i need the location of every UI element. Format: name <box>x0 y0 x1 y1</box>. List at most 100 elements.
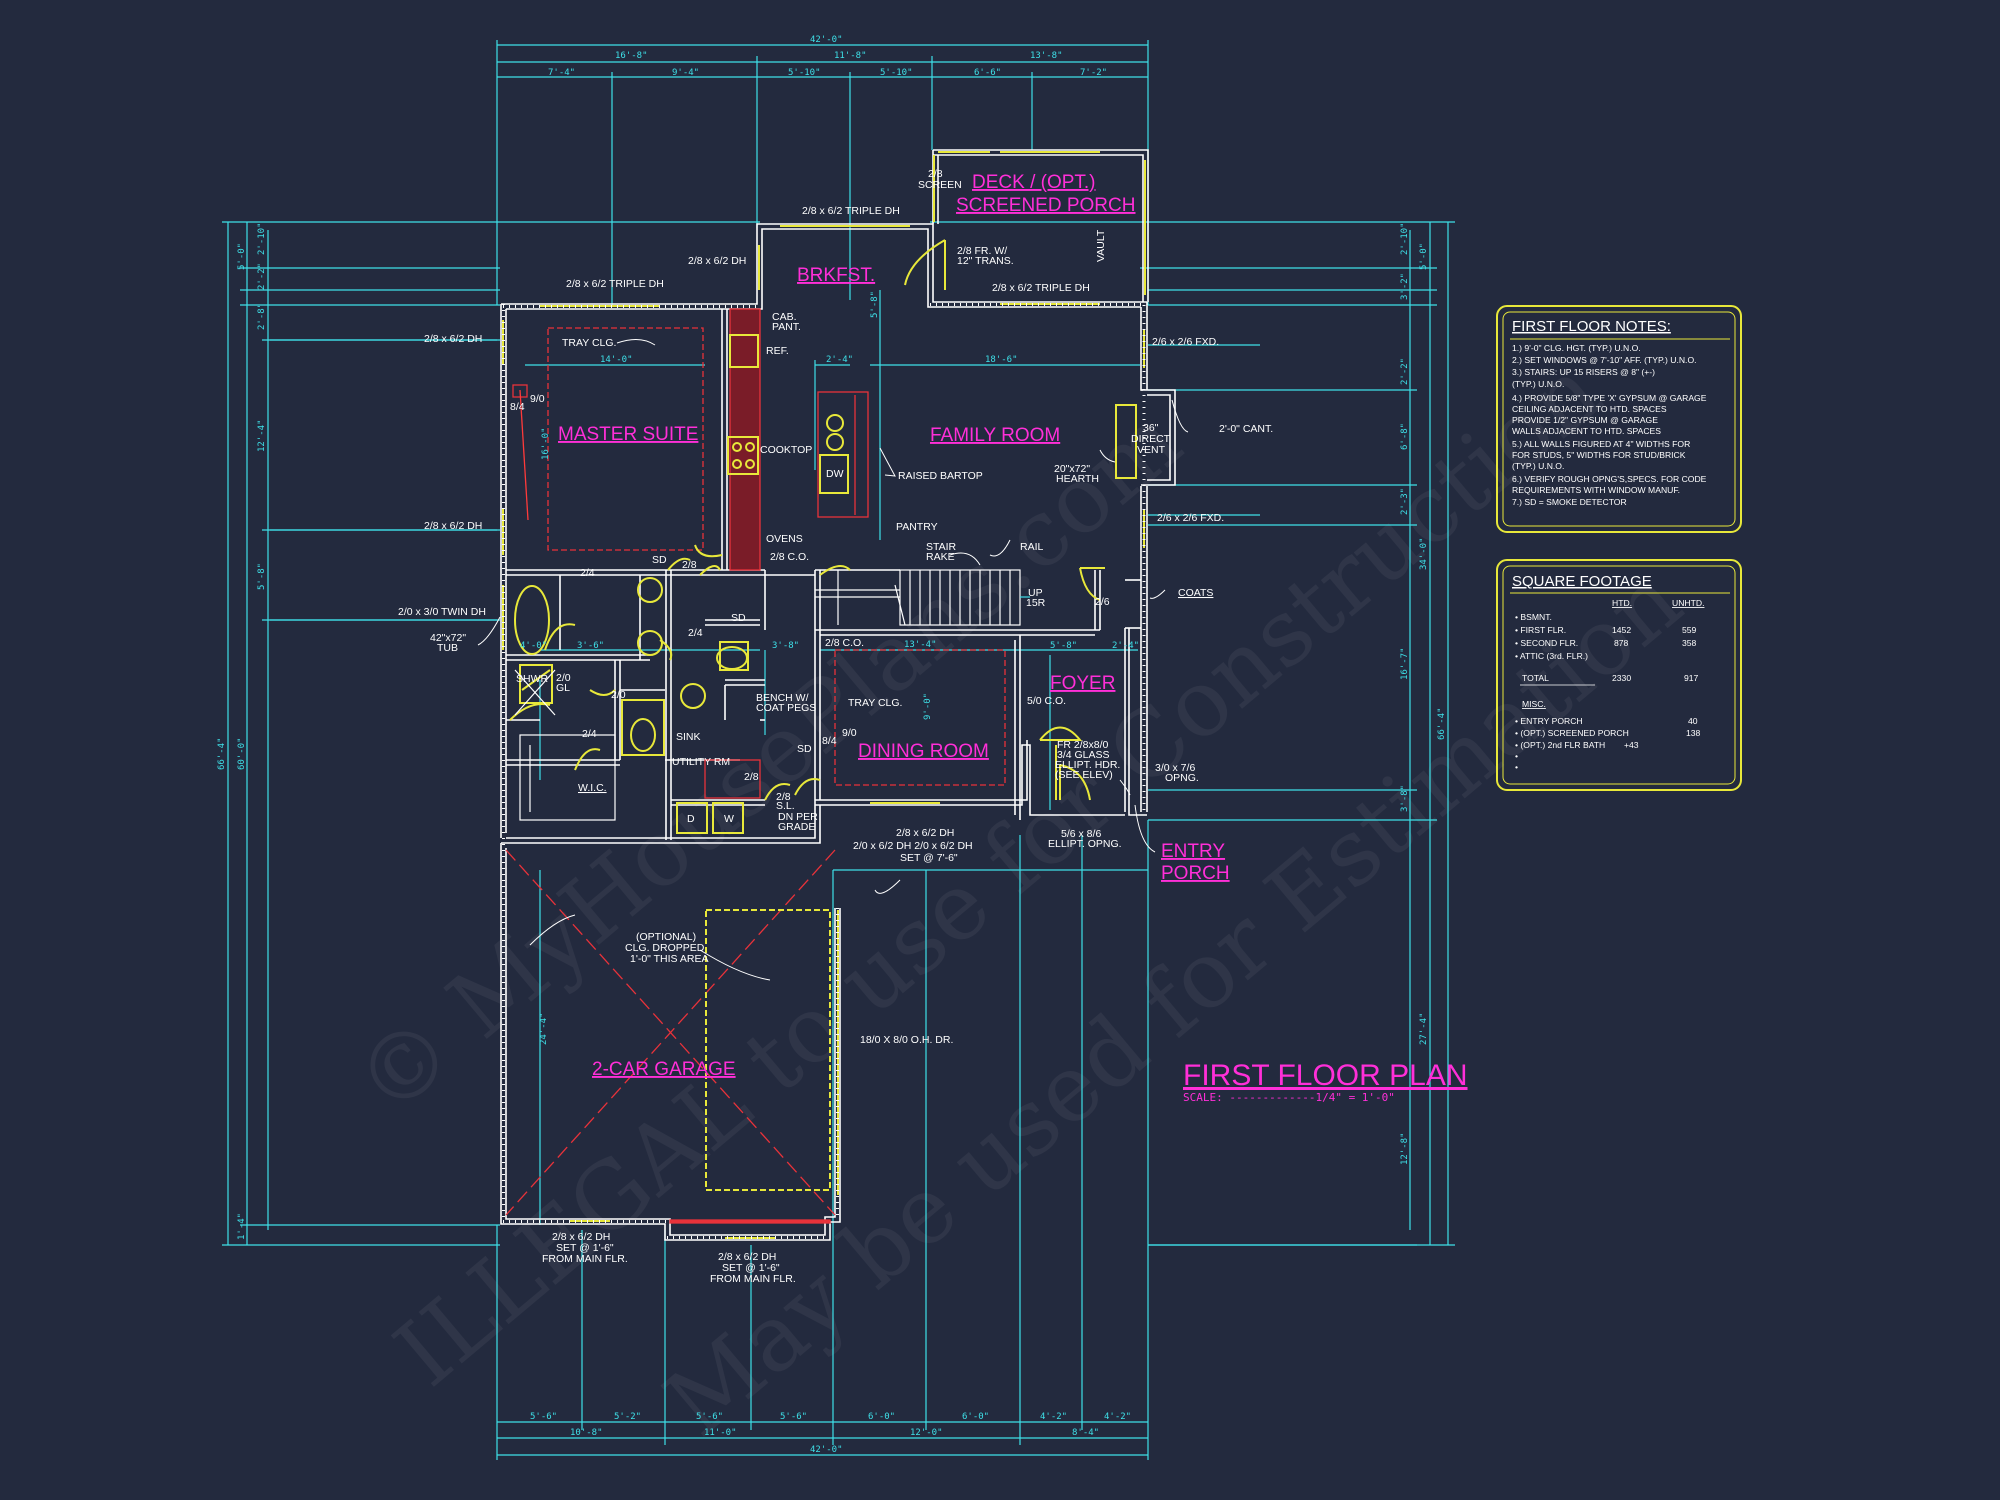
label-dh-front-1: 2/8 x 6/2 DH <box>896 827 954 839</box>
dim-top-r2-5: 7'-2" <box>1080 68 1107 78</box>
dim-bottom-r2-4: 6'-0" <box>868 1412 895 1422</box>
label-up-2: 15R <box>1026 597 1046 609</box>
label-tub-2: TUB <box>437 642 458 654</box>
label-direct-vent-3: VENT <box>1137 444 1166 456</box>
notes-line-13: 7.) SD = SMOKE DETECTOR <box>1512 497 1627 507</box>
room-deck-line2: SCREENED PORCH <box>956 195 1135 216</box>
dim-top-r2-2: 5'-10" <box>788 68 821 78</box>
notes-line-2: 3.) STAIRS: UP 15 RISERS @ 8" (+-) <box>1512 367 1655 377</box>
first-floor-notes-box: FIRST FLOOR NOTES: 1.) 9'-0" CLG. HGT. (… <box>1496 305 1742 533</box>
dim-right-small-6: 16'-7" <box>1400 647 1410 680</box>
dim-right-small-2: 3'-2" <box>1400 273 1410 300</box>
label-fr-glass-2: 3/4 GLASS <box>1057 749 1110 761</box>
sqft-misc-1-label: • (OPT.) SCREENED PORCH <box>1515 728 1629 738</box>
label-door-90b: 9/0 <box>842 727 857 739</box>
label-wic: W.I.C. <box>578 782 607 794</box>
dim-int-10: 9'-0" <box>923 693 933 720</box>
label-sd-1: SD <box>652 554 667 566</box>
label-tray-clg-master: TRAY CLG. <box>562 337 616 349</box>
sqft-row-1-htd: 1452 <box>1612 625 1631 635</box>
dim-int-3: 13'-4" <box>904 640 937 650</box>
dim-right-small-5: 2'-3" <box>1400 488 1410 515</box>
label-screen-2: SCREEN <box>918 179 962 191</box>
label-cab-pant-2: PANT. <box>772 321 801 333</box>
room-deck-line1: DECK / (OPT.) <box>972 172 1096 193</box>
sqft-col-htd: HTD. <box>1612 598 1632 608</box>
label-triple-dh-top: 2/8 x 6/2 TRIPLE DH <box>802 205 900 217</box>
label-d: D <box>687 813 695 825</box>
dim-int-2: 2'-4" <box>826 355 853 365</box>
notes-line-10: (TYP.) U.N.O. <box>1512 461 1564 471</box>
notes-line-3: (TYP.) U.N.O. <box>1512 379 1564 389</box>
dim-top-overall: 42'-0" <box>810 35 843 45</box>
dim-bottom-r2-7: 4'-2" <box>1104 1412 1131 1422</box>
label-direct-vent-2: DIRECT <box>1131 433 1171 445</box>
label-door-20: 2/0 <box>611 689 626 701</box>
plan-labels: 2/8 SCREEN 2/8 x 6/2 TRIPLE DH 2/8 x 6/2… <box>398 168 1273 1285</box>
dim-bottom-r2-2: 5'-6" <box>696 1412 723 1422</box>
label-hearth-1: 20"x72" <box>1054 463 1090 475</box>
label-dn-grade-1: 2/8 <box>776 791 791 803</box>
dim-right-small-7: 3'-8" <box>1400 785 1410 812</box>
dim-left-small-1: 2'-10" <box>257 222 267 255</box>
dim-right-small-0: 2'-10" <box>1400 222 1410 255</box>
label-ellipt-1: 5/6 x 8/6 <box>1061 828 1101 840</box>
label-dh-garage-mid-2: SET @ 1'-6" <box>722 1262 780 1274</box>
dim-right-outer: 34'-0" <box>1419 537 1429 570</box>
sqft-misc-0-value: 40 <box>1688 716 1698 726</box>
dim-top-r2-0: 7'-4" <box>548 68 575 78</box>
dimension-text: 42'-0" 16'-8" 11'-8" 13'-8" 7'-4" 9'-4" … <box>217 35 1447 1455</box>
label-dh-garage-left-1: 2/8 x 6/2 DH <box>552 1231 610 1243</box>
label-fxd-upper: 2/6 x 2/6 FXD. <box>1152 336 1219 348</box>
dim-right-overall: 66'-4" <box>1437 707 1447 740</box>
label-dh-master-lower: 2/8 x 6/2 DH <box>424 520 482 532</box>
dim-top-r1-0: 16'-8" <box>615 51 648 61</box>
label-direct-vent-1: 36" <box>1143 422 1159 434</box>
label-coats: COATS <box>1178 587 1213 599</box>
sqft-misc-2-value: +43 <box>1624 740 1639 750</box>
label-gl-1: 2/0 <box>556 672 571 684</box>
sqft-misc-3-label: • <box>1515 751 1518 761</box>
sqft-row-1-unhtd: 559 <box>1682 625 1697 635</box>
walls <box>500 149 1176 1241</box>
label-fxd-lower: 2/6 x 2/6 FXD. <box>1157 512 1224 524</box>
label-door-28a: 2/8 <box>682 559 697 571</box>
label-door-24b: 2/4 <box>688 627 703 639</box>
label-twin-dh: 2/0 x 3/0 TWIN DH <box>398 606 486 618</box>
dim-left-outer: 60'-0" <box>237 737 247 770</box>
dim-int-0: 14'-0" <box>600 355 633 365</box>
dim-left-small-4: 12'-4" <box>257 419 267 452</box>
notes-line-11: 6.) VERIFY ROUGH OPNG'S,SPECS. FOR CODE <box>1512 474 1707 484</box>
label-bench-2: COAT PEGS <box>756 702 816 714</box>
sqft-misc-0-label: • ENTRY PORCH <box>1515 716 1583 726</box>
notes-line-7: WALLS ADJACENT TO HTD. SPACES <box>1512 426 1661 436</box>
label-dn-grade-4: GRADE <box>778 821 815 833</box>
label-co-dining: 2/8 C.O. <box>825 637 864 649</box>
notes-line-0: 1.) 9'-0" CLG. HGT. (TYP.) U.N.O. <box>1512 343 1641 353</box>
sqft-misc-heading: MISC. <box>1522 699 1546 709</box>
label-utility-rm: UTILITY RM <box>672 756 730 768</box>
label-gl-2: GL <box>556 682 570 694</box>
dim-top-r2-4: 6'-6" <box>974 68 1001 78</box>
dim-right-small-1: 5'-0" <box>1419 243 1429 270</box>
label-stair-rake-1: STAIR <box>926 541 957 553</box>
label-triple-dh-master: 2/8 x 6/2 TRIPLE DH <box>566 278 664 290</box>
dim-top-r1-1: 11'-8" <box>834 51 867 61</box>
notes-line-8: 5.) ALL WALLS FIGURED AT 4" WIDTHS FOR <box>1512 439 1690 449</box>
label-raised-bartop: RAISED BARTOP <box>898 470 983 482</box>
label-door-24c: 2/4 <box>582 728 597 740</box>
dim-left-small-2: 2'-2" <box>257 263 267 290</box>
label-cab-pant-1: CAB. <box>772 311 797 323</box>
sqft-row-0-label: • BSMNT. <box>1515 612 1552 622</box>
label-sd-3: SD <box>797 743 812 755</box>
sqft-row-2-unhtd: 358 <box>1682 638 1697 648</box>
square-footage-box: SQUARE FOOTAGE HTD. UNHTD. • BSMNT. • FI… <box>1496 559 1742 791</box>
dim-bottom-r2-5: 6'-0" <box>962 1412 989 1422</box>
label-dh-garage-mid-1: 2/8 x 6/2 DH <box>718 1251 776 1263</box>
label-door-28b: 2/8 <box>744 771 759 783</box>
dim-bottom-r2-3: 5'-6" <box>780 1412 807 1422</box>
title-scale: SCALE: -------------1/4" = 1'-0" <box>1183 1091 1395 1104</box>
notes-line-4: 4.) PROVIDE 5/8" TYPE 'X' GYPSUM @ GARAG… <box>1512 393 1707 403</box>
dim-int-9: 16'-0" <box>541 427 551 460</box>
